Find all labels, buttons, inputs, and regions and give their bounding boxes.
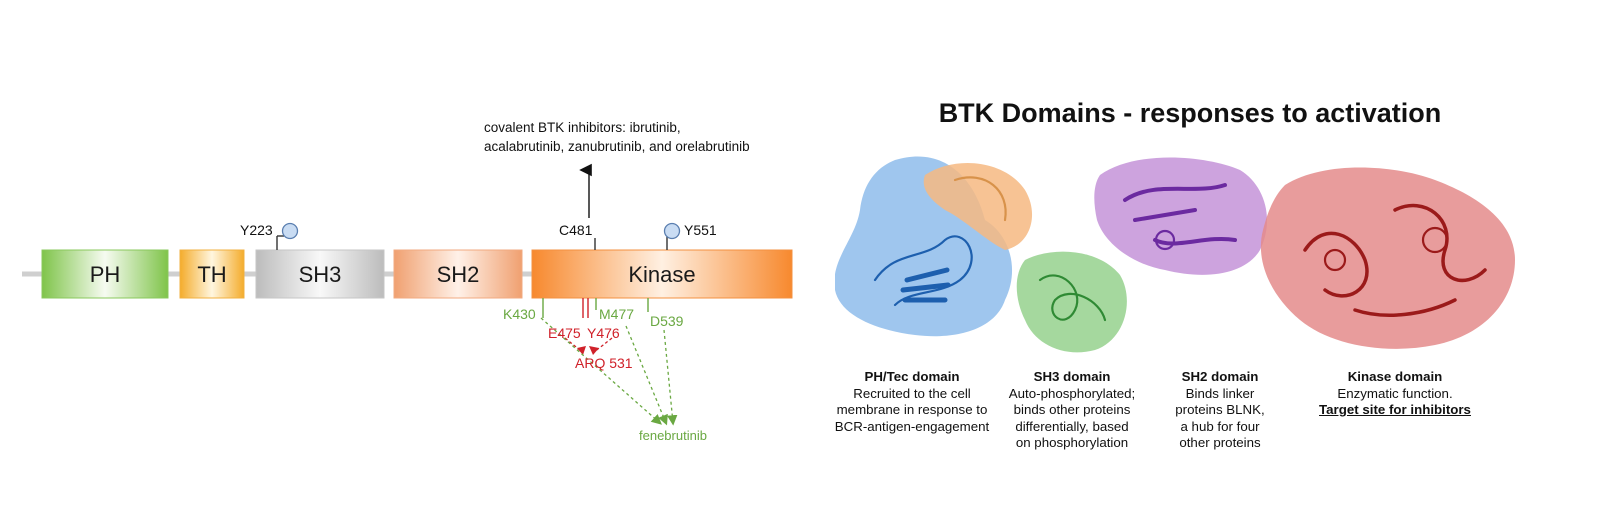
kinase-domain-surface xyxy=(1260,167,1515,349)
caption-sh3: SH3 domain Auto-phosphorylated; binds ot… xyxy=(1002,369,1142,452)
fene-arrow-k430 xyxy=(540,317,662,425)
caption-line: Recruited to the cell xyxy=(853,385,971,401)
covalent-inhibitors-annotation: covalent BTK inhibitors: ibrutinib, acal… xyxy=(484,118,750,156)
phospho-site-y223-icon xyxy=(281,222,299,240)
domain-th-box xyxy=(179,249,245,299)
caption-heading: SH2 domain xyxy=(1181,369,1259,384)
fene-arrow-m477 xyxy=(625,325,668,426)
residue-d539-label: D539 xyxy=(650,313,684,329)
site-c481-label: C481 xyxy=(559,222,593,238)
domain-kinase-box xyxy=(531,249,793,299)
caption-line: Enzymatic function. xyxy=(1337,385,1453,401)
caption-ph-tec: PH/Tec domain Recruited to the cell memb… xyxy=(824,369,1000,435)
site-y551-label: Y551 xyxy=(684,222,717,238)
domain-th-label: TH xyxy=(197,262,227,287)
residue-y476-label: Y476 xyxy=(587,325,620,341)
panel-title: BTK Domains - responses to activation xyxy=(938,98,1442,128)
caption-sh2: SH2 domain Binds linker proteins BLNK, a… xyxy=(1160,369,1280,452)
domain-kinase-label: Kinase xyxy=(628,262,696,287)
caption-line: on phosphorylation xyxy=(1015,435,1129,450)
site-y223-label: Y223 xyxy=(240,222,273,238)
caption-line: a hub for four xyxy=(1180,418,1260,434)
caption-kinase: Kinase domain Enzymatic function. Target… xyxy=(1300,369,1490,419)
th-domain-surface xyxy=(923,163,1033,250)
arq-arrow-2 xyxy=(593,337,613,353)
caption-line: proteins BLNK, xyxy=(1175,402,1265,417)
caption-line: BCR-antigen-engagement xyxy=(834,418,990,434)
caption-line: Auto-phosphorylated; xyxy=(1008,385,1136,401)
caption-heading: SH3 domain xyxy=(1033,369,1111,384)
btk-domain-diagram xyxy=(22,163,793,426)
btk-structure-illustration xyxy=(835,156,1515,353)
domain-sh3-box xyxy=(255,249,385,299)
arq-arrow-1 xyxy=(564,337,583,353)
caption-line: membrane in response to xyxy=(836,402,988,417)
caption-line: other proteins xyxy=(1179,435,1261,450)
caption-emphasis: Target site for inhibitors xyxy=(1319,402,1471,417)
caption-heading: PH/Tec domain xyxy=(864,369,960,384)
residue-e475-label: E475 xyxy=(548,325,581,341)
fenebrutinib-label: fenebrutinib xyxy=(639,428,707,443)
domain-ph-box xyxy=(41,249,169,299)
sh3-domain-surface xyxy=(1016,251,1127,353)
caption-line: binds other proteins xyxy=(1013,402,1131,417)
domain-sh2-label: SH2 xyxy=(436,262,480,287)
residue-m477-label: M477 xyxy=(599,306,635,322)
fene-arrow-d539 xyxy=(663,329,678,426)
annotation-line: acalabrutinib, zanubrutinib, and orelabr… xyxy=(484,139,750,154)
caption-heading: Kinase domain xyxy=(1347,369,1443,384)
domain-ph-label: PH xyxy=(89,262,121,287)
domain-sh3-label: SH3 xyxy=(298,262,342,287)
domain-sh2-box xyxy=(393,249,523,299)
phospho-site-y551-icon xyxy=(663,222,681,240)
residue-k430-label: K430 xyxy=(503,306,536,322)
sh2-domain-surface xyxy=(1094,157,1268,275)
annotation-line: covalent BTK inhibitors: ibrutinib, xyxy=(484,120,681,135)
caption-line: Binds linker xyxy=(1185,385,1255,401)
caption-line: differentially, based xyxy=(1015,418,1129,434)
arq531-label: ARQ 531 xyxy=(575,355,633,371)
